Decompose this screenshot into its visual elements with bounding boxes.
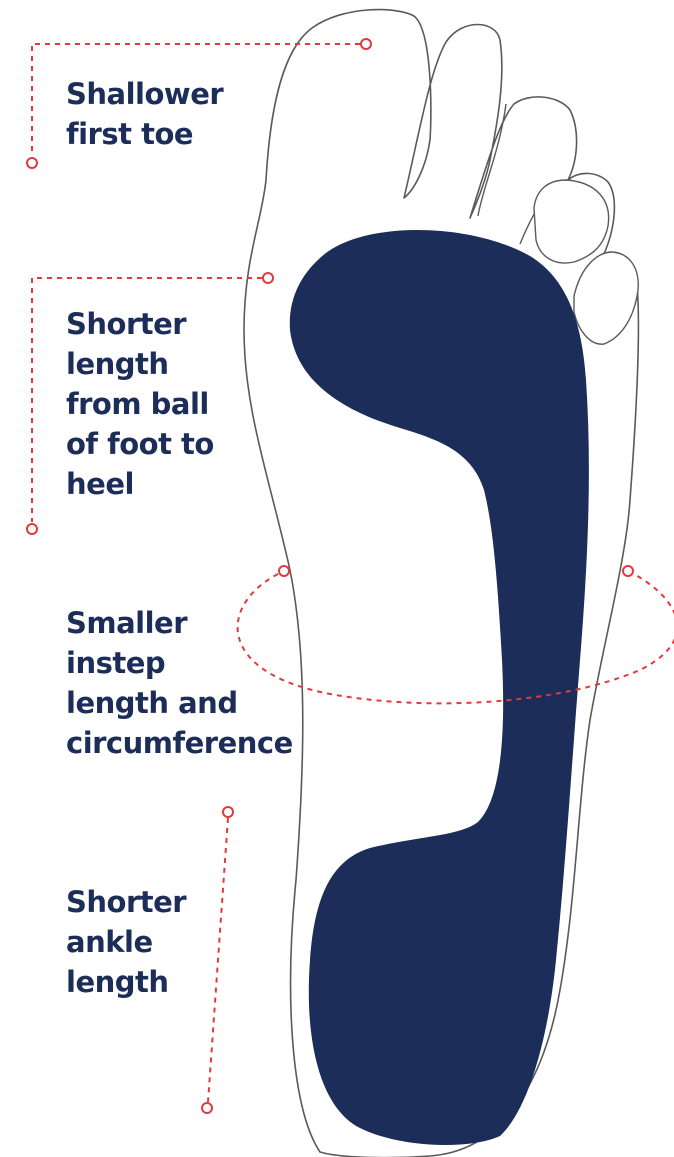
label-instep-length-circumference: Smaller instep length and circumference: [66, 603, 293, 763]
leader-end-dot: [27, 158, 37, 168]
leader-line-ankle: [208, 818, 228, 1102]
leader-end-dot: [27, 524, 37, 534]
leader-end-dot: [263, 273, 273, 283]
label-shorter-ankle-length: Shorter ankle length: [66, 882, 186, 1002]
leader-end-dot: [623, 566, 633, 576]
leader-end-dot: [361, 39, 371, 49]
label-shallower-first-toe: Shallower first toe: [66, 74, 223, 154]
leader-end-dot: [202, 1103, 212, 1113]
label-ball-to-heel-length: Shorter length from ball of foot to heel: [66, 304, 214, 504]
leader-end-dot: [279, 566, 289, 576]
leader-end-dot: [223, 807, 233, 817]
